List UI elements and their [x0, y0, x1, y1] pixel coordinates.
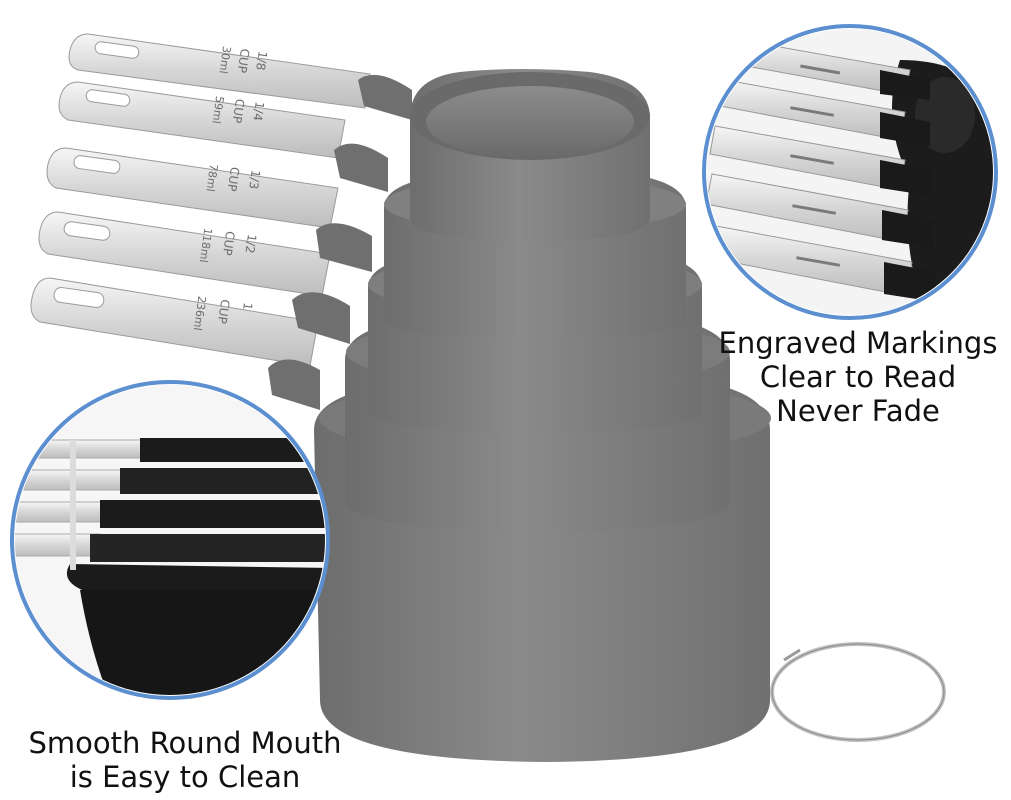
handle-1-3 — [46, 147, 339, 229]
svg-text:CUP: CUP — [220, 230, 237, 256]
engraving-1-8: 1/8 CUP 30ml — [216, 45, 270, 74]
handle-1 — [30, 277, 319, 367]
cup-1-8 — [358, 69, 650, 242]
svg-text:1/8: 1/8 — [253, 50, 270, 71]
svg-text:78ml: 78ml — [203, 163, 220, 192]
key-ring — [770, 642, 946, 742]
svg-text:1/4: 1/4 — [250, 101, 267, 122]
engraved-markings: 1/8 CUP 30ml 1/4 CUP 59ml 1/3 CUP 78ml 1… — [191, 45, 270, 331]
svg-text:236ml: 236ml — [191, 295, 209, 331]
svg-text:CUP: CUP — [235, 48, 252, 74]
hang-hole — [73, 155, 121, 174]
hang-hole — [94, 41, 140, 59]
caption-line: Smooth Round Mouth — [28, 726, 342, 760]
hang-hole — [63, 221, 111, 241]
steel-handles — [30, 33, 371, 367]
svg-text:1: 1 — [240, 302, 255, 312]
handle-1-2 — [38, 211, 331, 297]
caption-smooth-mouth: Smooth Round Mouth is Easy to Clean — [0, 726, 370, 794]
svg-text:CUP: CUP — [225, 166, 242, 192]
svg-text:118ml: 118ml — [197, 227, 215, 263]
caption-line: Never Fade — [776, 394, 940, 428]
svg-text:1/2: 1/2 — [242, 233, 259, 254]
nested-cups — [268, 69, 771, 762]
svg-text:59ml: 59ml — [209, 95, 226, 124]
caption-line: Engraved Markings — [718, 326, 998, 360]
engraving-1-3: 1/3 CUP 78ml — [203, 163, 263, 192]
caption-engraved-markings: Engraved Markings Clear to Read Never Fa… — [718, 326, 998, 428]
engraving-1: 1 CUP 236ml — [191, 295, 255, 331]
caption-line: Clear to Read — [759, 360, 957, 394]
inset-engraved-markings — [702, 24, 998, 320]
svg-text:CUP: CUP — [215, 298, 232, 324]
caption-line: is Easy to Clean — [69, 760, 301, 794]
cup-interior — [426, 86, 634, 158]
svg-text:CUP: CUP — [230, 98, 247, 124]
handle-1-8 — [68, 33, 371, 109]
hang-hole — [53, 286, 105, 308]
engraving-1-2: 1/2 CUP 118ml — [197, 227, 259, 263]
svg-text:30ml: 30ml — [216, 45, 233, 74]
engraving-1-4: 1/4 CUP 59ml — [209, 95, 267, 124]
svg-text:1/3: 1/3 — [246, 169, 263, 190]
inset-smooth-mouth — [10, 380, 330, 700]
hang-hole — [85, 89, 131, 107]
handle-1-4 — [58, 81, 346, 159]
